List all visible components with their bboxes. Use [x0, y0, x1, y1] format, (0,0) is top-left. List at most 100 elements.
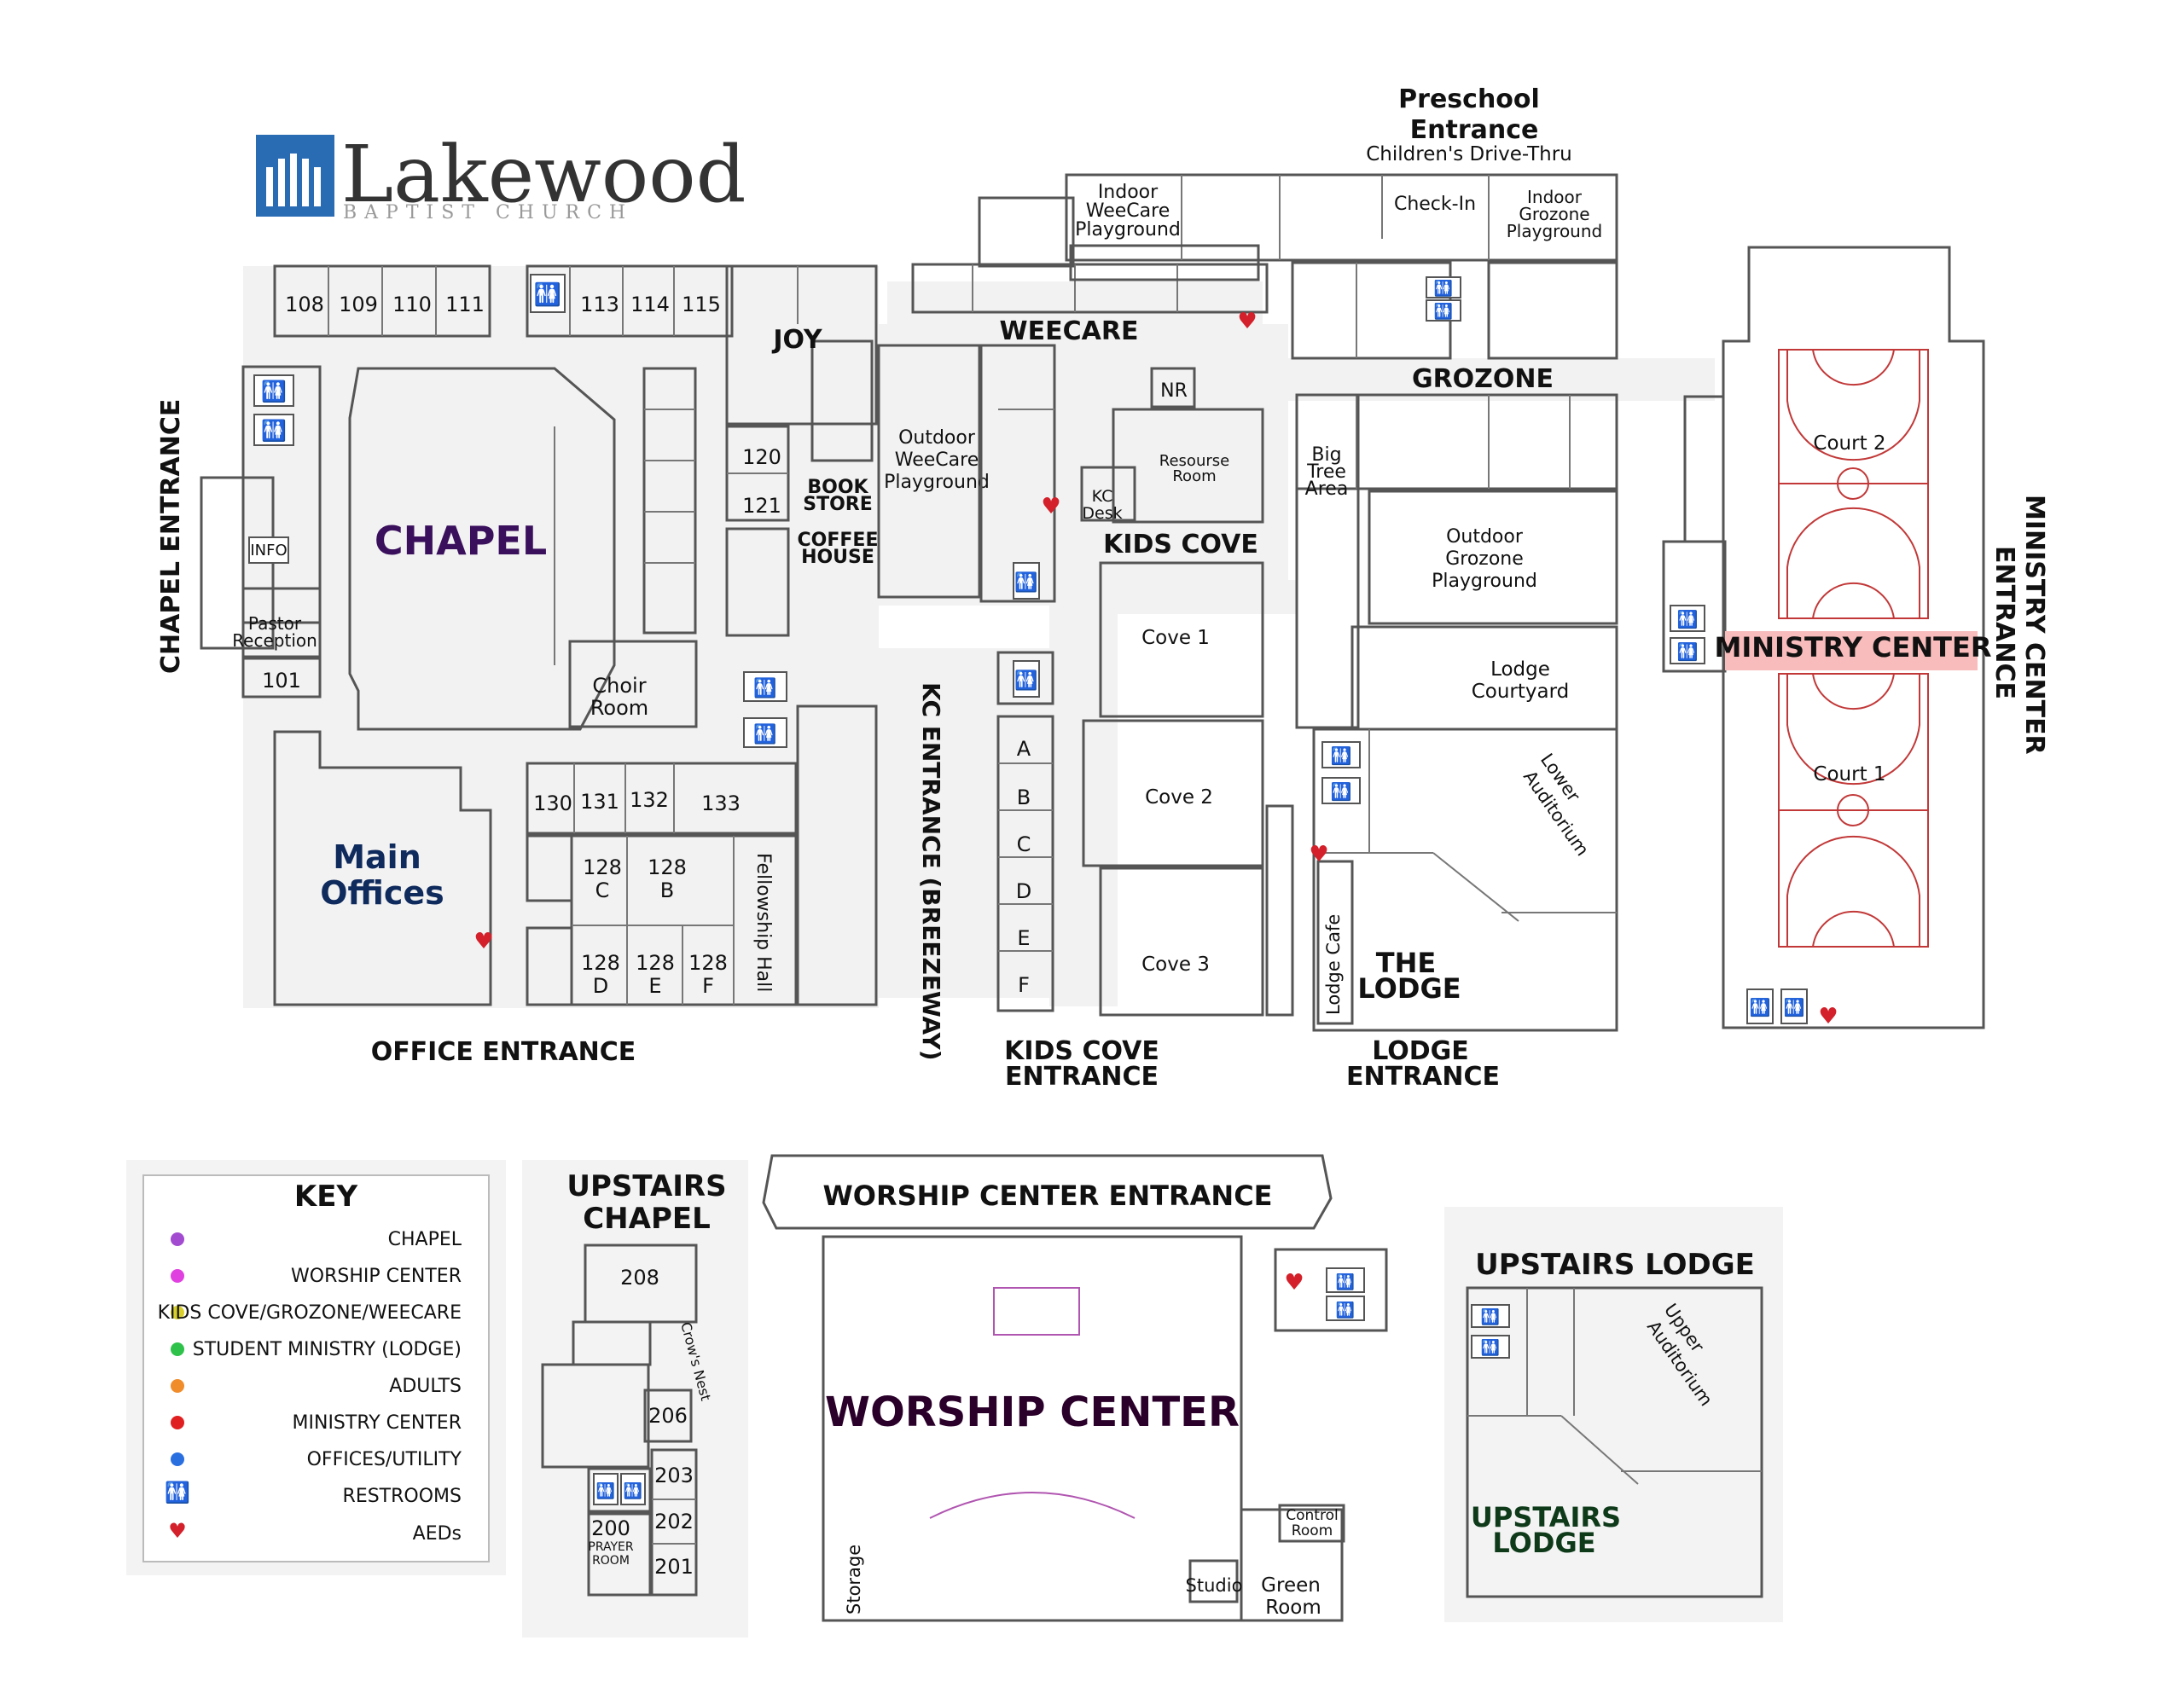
- studio: Studio: [1186, 1575, 1243, 1596]
- room-132: 132: [630, 788, 669, 812]
- outdoor-weecare-line2: WeeCare: [895, 449, 979, 471]
- grozone-label: GROZONE: [1412, 364, 1554, 394]
- kids-cove-entrance-line1: KIDS COVE: [1004, 1036, 1159, 1066]
- kids-cove-entrance-line2: ENTRANCE: [1005, 1062, 1159, 1092]
- coffee-house-line1: COFFEE: [798, 530, 879, 551]
- pastor-reception-line1: Pastor: [248, 613, 302, 634]
- preschool-entrance-line1: Preschool: [1398, 84, 1540, 114]
- lodge-entrance-line2: ENTRANCE: [1346, 1062, 1500, 1092]
- room-101: 101: [262, 669, 301, 693]
- room-201: 201: [654, 1555, 694, 1579]
- classroom-a: A: [1017, 737, 1031, 761]
- choir-room-line1: Choir: [592, 674, 646, 698]
- key-item-label: MINISTRY CENTER: [293, 1412, 462, 1434]
- svg-text:🚻: 🚻: [1331, 781, 1352, 802]
- classroom-e: E: [1017, 926, 1030, 950]
- svg-text:🚻: 🚻: [1434, 302, 1453, 321]
- lodge-courtyard-line2: Courtyard: [1472, 681, 1570, 703]
- preschool-entrance-line2: Entrance: [1410, 115, 1539, 145]
- adults-top-rooms: 108 109 110 111 113 114 115: [273, 264, 734, 338]
- ministry-center: Court 2 Court 1 MINISTRY CENTER: [1662, 246, 1991, 1029]
- room-208: 208: [620, 1266, 659, 1290]
- big-tree-line2: Tree: [1306, 461, 1346, 483]
- svg-text:🚻: 🚻: [1434, 279, 1453, 298]
- svg-text:🚻: 🚻: [1336, 1301, 1355, 1319]
- prayer-room-line2: ROOM: [592, 1554, 630, 1568]
- chapel-entrance: CHAPEL ENTRANCE: [156, 399, 186, 674]
- nr-label: NR: [1160, 380, 1188, 402]
- key-restrooms: RESTROOMS: [343, 1486, 462, 1507]
- svg-text:🚻: 🚻: [753, 723, 776, 745]
- svg-text:🚻: 🚻: [1336, 1272, 1355, 1291]
- room-115: 115: [682, 293, 721, 316]
- lodge-cafe: Lodge Cafe: [1323, 914, 1344, 1015]
- weecare-label: WEECARE: [1000, 316, 1139, 346]
- upstairs-lodge-title: UPSTAIRS LODGE: [1475, 1248, 1755, 1282]
- childrens-drive-thru: Children's Drive-Thru: [1366, 143, 1571, 165]
- indoor-grozone-line1: Indoor: [1527, 187, 1583, 207]
- room-111: 111: [445, 293, 485, 316]
- room-128b-line2: B: [660, 878, 674, 902]
- room-108: 108: [285, 293, 324, 316]
- logo-name: Lakewood: [341, 129, 746, 220]
- restroom-icon: 🚻 🚻: [1471, 1304, 1510, 1359]
- key-item-label: CHAPEL: [388, 1229, 462, 1250]
- resource-room-line2: Room: [1172, 467, 1216, 485]
- lodge-courtyard-line1: Lodge: [1490, 658, 1550, 681]
- office-entrance: OFFICE ENTRANCE: [371, 1037, 636, 1067]
- svg-text:🚻: 🚻: [1750, 997, 1771, 1017]
- indoor-weecare-line2: WeeCare: [1086, 200, 1170, 222]
- corridors: [243, 266, 1715, 1008]
- classroom-b: B: [1017, 786, 1031, 809]
- court-1: Court 1: [1813, 763, 1885, 786]
- key-title: KEY: [294, 1180, 358, 1214]
- cove-1: Cove 1: [1141, 627, 1210, 649]
- court-2: Court 2: [1813, 432, 1885, 455]
- restroom-icon: 🚻 🚻: [743, 671, 787, 748]
- room-114: 114: [630, 293, 670, 316]
- room-203: 203: [654, 1464, 694, 1487]
- kc-classrooms: A B C D E F: [996, 651, 1054, 1012]
- svg-text:🚻: 🚻: [753, 677, 776, 699]
- room-120: 120: [742, 445, 781, 469]
- svg-text:🚻: 🚻: [1481, 1307, 1500, 1326]
- book-store-line1: BOOK: [807, 477, 868, 498]
- main-offices-line1: Main: [333, 838, 421, 876]
- svg-text:♥: ♥: [1818, 1004, 1838, 1029]
- big-tree-line3: Area: [1305, 478, 1349, 500]
- svg-text:♥: ♥: [1237, 309, 1257, 334]
- key-color-dot: [171, 1416, 184, 1429]
- pastor-reception-line2: Reception: [232, 630, 317, 651]
- room-128d-line2: D: [593, 974, 608, 998]
- the-lodge-line2: LODGE: [1357, 972, 1461, 1005]
- info-desk: INFO: [250, 542, 287, 559]
- prayer-room-line1: PRAYER: [588, 1540, 633, 1554]
- outdoor-grozone-line3: Playground: [1432, 571, 1537, 592]
- svg-text:🚻: 🚻: [624, 1481, 642, 1500]
- the-lodge-line1: THE: [1376, 947, 1436, 979]
- entrance-labels: CHAPEL ENTRANCE OFFICE ENTRANCE KC ENTRA…: [156, 399, 2049, 1092]
- key-aeds: AEDs: [413, 1523, 462, 1545]
- svg-text:🚻: 🚻: [1784, 997, 1805, 1017]
- kc-desk-line2: Desk: [1082, 504, 1122, 523]
- room-128d-line1: 128: [581, 951, 620, 975]
- room-133: 133: [701, 791, 741, 815]
- control-room-line1: Control: [1286, 1507, 1338, 1524]
- key-color-dot: [171, 1342, 184, 1356]
- resource-room-line1: Resourse: [1159, 452, 1229, 470]
- joy-area: JOY 120 121 BOOK STORE COFFEE HOUSE: [725, 264, 879, 637]
- restroom-icon: 🚻 🚻: [1326, 1267, 1365, 1321]
- worship-center-label: WORSHIP CENTER: [825, 1388, 1240, 1436]
- indoor-grozone-line3: Playground: [1507, 221, 1602, 241]
- indoor-weecare-line3: Playground: [1075, 219, 1181, 241]
- coffee-house-line2: HOUSE: [801, 547, 874, 568]
- room-206: 206: [648, 1404, 688, 1428]
- kc-breezeway-entrance: KC ENTRANCE (BREEZEWAY): [917, 682, 945, 1061]
- upstairs-chapel: UPSTAIRS CHAPEL 208 Crow's Nest 206 203 …: [522, 1160, 748, 1638]
- worship-center-entrance: WORSHIP CENTER ENTRANCE: [822, 1180, 1272, 1212]
- aed-icon: ♥: [168, 1519, 187, 1543]
- preschool-entrance: Preschool Entrance Children's Drive-Thru: [1366, 84, 1571, 165]
- restroom-icon: 🚻 🚻: [1426, 276, 1461, 322]
- svg-text:🚻: 🚻: [1014, 571, 1037, 594]
